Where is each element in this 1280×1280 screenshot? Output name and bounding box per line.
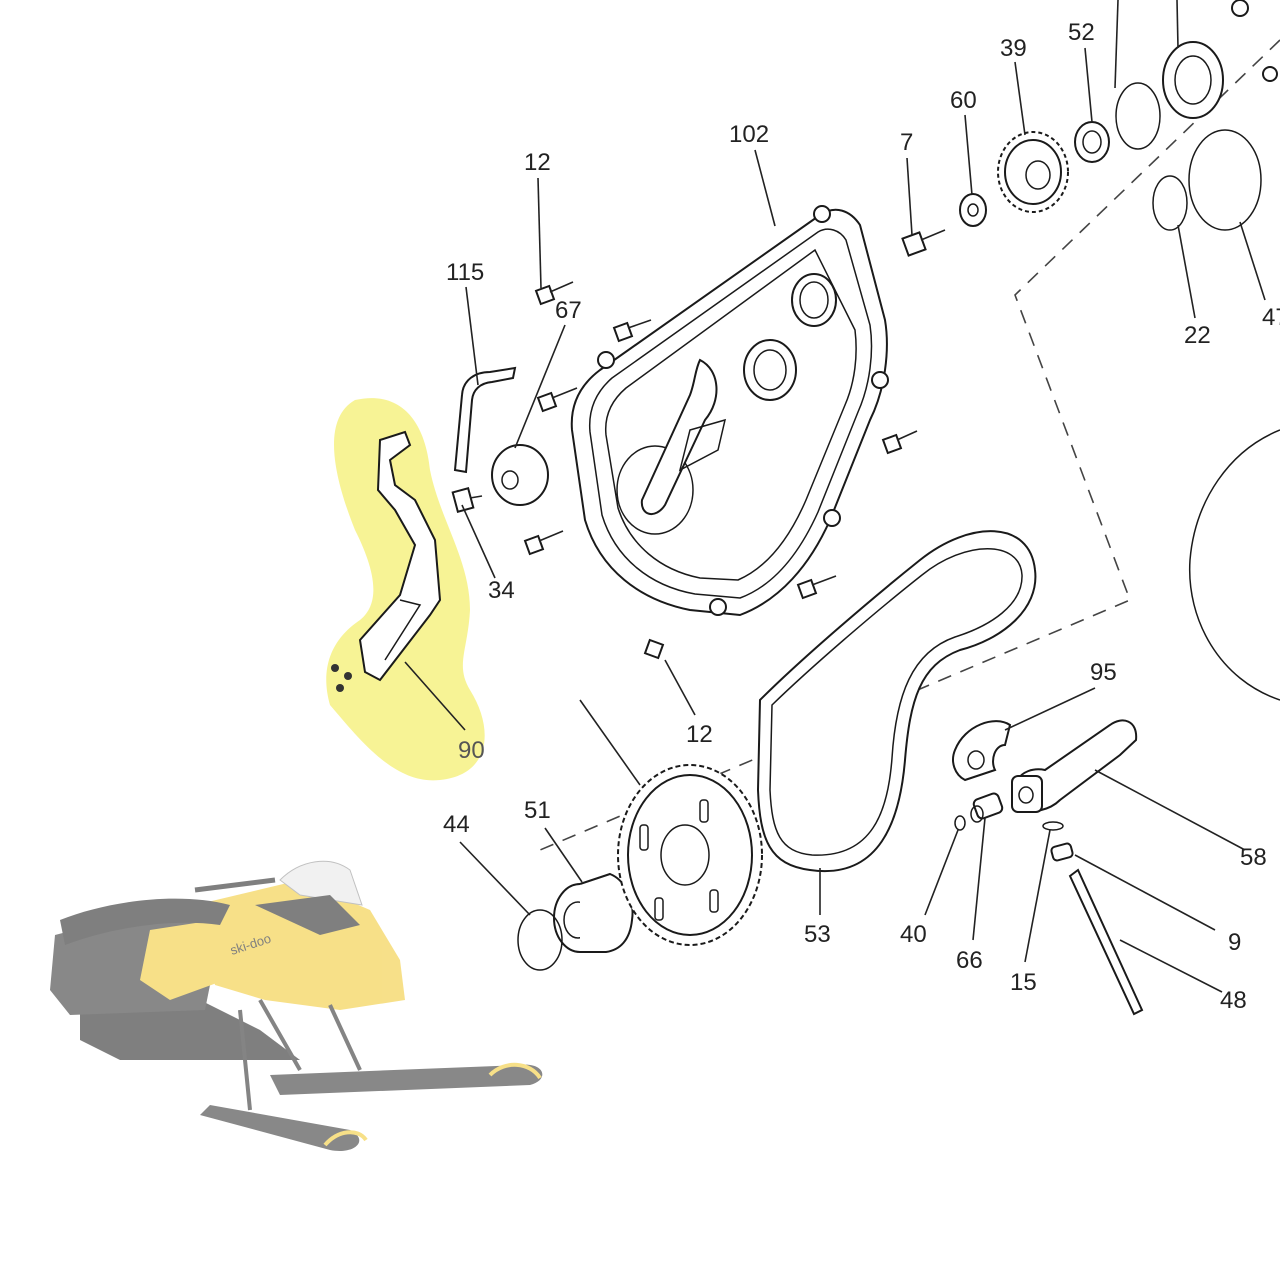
callout-48: 48	[1220, 987, 1247, 1014]
callout-47: 47	[1262, 304, 1280, 331]
part-48-shaft	[1068, 868, 1144, 1016]
callout-44: 44	[443, 811, 470, 838]
callout-34: 34	[488, 577, 515, 604]
callout-51: 51	[524, 797, 551, 824]
snowmobile-body	[195, 880, 405, 1010]
part-22-oring	[1152, 175, 1188, 231]
part-34-fitting	[451, 487, 483, 513]
snowmobile-suspension	[238, 999, 362, 1111]
bolt-12-top	[534, 281, 574, 306]
snowmobile-seat	[60, 898, 230, 945]
snap-ring-a	[1115, 82, 1161, 150]
callout-12-bottom: 12	[686, 721, 713, 748]
callout-115: 115	[446, 259, 484, 286]
part-58-tensioner-arm	[1011, 719, 1138, 813]
part-90-bracket	[331, 430, 442, 692]
callout-60: 60	[950, 87, 977, 114]
callout-9: 9	[1228, 929, 1241, 956]
leader-lines	[404, 0, 1266, 993]
part-47-snap-ring	[1188, 129, 1262, 231]
callout-53: 53	[804, 921, 831, 948]
callout-40: 40	[900, 921, 927, 948]
part-67-cap	[491, 444, 549, 506]
callout-90: 90	[458, 737, 485, 764]
callout-67: 67	[555, 297, 582, 324]
part-44-snap-ring	[517, 909, 563, 971]
snowmobile-ski-front	[270, 1064, 543, 1095]
snowmobile-side-panel	[140, 920, 225, 1000]
callout-102: 102	[729, 121, 769, 148]
bolt-c	[523, 530, 564, 556]
large-bearing	[1162, 41, 1224, 119]
callout-95: 95	[1090, 659, 1117, 686]
bolt-a	[612, 319, 652, 343]
part-15-ring	[1042, 821, 1064, 831]
bolts	[523, 229, 946, 660]
part-66-bushing	[970, 792, 1004, 823]
snowmobile-ski-tip-rear	[323, 1130, 368, 1147]
part-40-oring	[954, 815, 966, 831]
callout-12-top: 12	[524, 149, 551, 176]
snowmobile-handlebar	[194, 877, 276, 893]
part-95-cam	[952, 720, 1012, 782]
snowmobile-hood-dark	[255, 895, 360, 935]
part-9-bushing	[1050, 842, 1074, 862]
part-102-chaincase-cover	[570, 205, 889, 617]
snowmobile-ski-tip-front	[488, 1062, 542, 1080]
snowmobile-windshield	[279, 860, 363, 906]
callout-labels: 39 52 60 102 7 12 67 115 34 90 22 47 95 …	[443, 19, 1280, 1014]
drive-belt-outline	[1188, 429, 1280, 701]
callout-39: 39	[1000, 35, 1027, 62]
bolt-12-bottom	[643, 638, 665, 660]
bolt-e	[796, 575, 837, 600]
snowmobile-illustration: ski-doo	[50, 860, 543, 1151]
callout-22: 22	[1184, 322, 1211, 349]
part-51-bearing	[553, 872, 634, 953]
small-nut-b	[1262, 66, 1278, 82]
part-60-washer	[959, 193, 987, 227]
part-52-bearing	[1074, 121, 1110, 163]
part-53-chain	[756, 530, 1037, 873]
part-39-sprocket	[997, 131, 1069, 213]
callout-66: 66	[956, 947, 983, 974]
bolt-d	[881, 430, 918, 455]
bolt-b	[536, 387, 578, 413]
part-53-chain-inner	[769, 548, 1023, 856]
callout-7: 7	[900, 129, 913, 156]
part-115-hose	[453, 366, 517, 474]
callout-52: 52	[1068, 19, 1095, 46]
bolt-7	[901, 229, 946, 257]
callout-15: 15	[1010, 969, 1037, 996]
snowmobile-ski-rear	[200, 1105, 360, 1151]
small-nut-a	[1231, 0, 1249, 17]
callout-58: 58	[1240, 844, 1267, 871]
large-sprocket	[617, 764, 763, 946]
